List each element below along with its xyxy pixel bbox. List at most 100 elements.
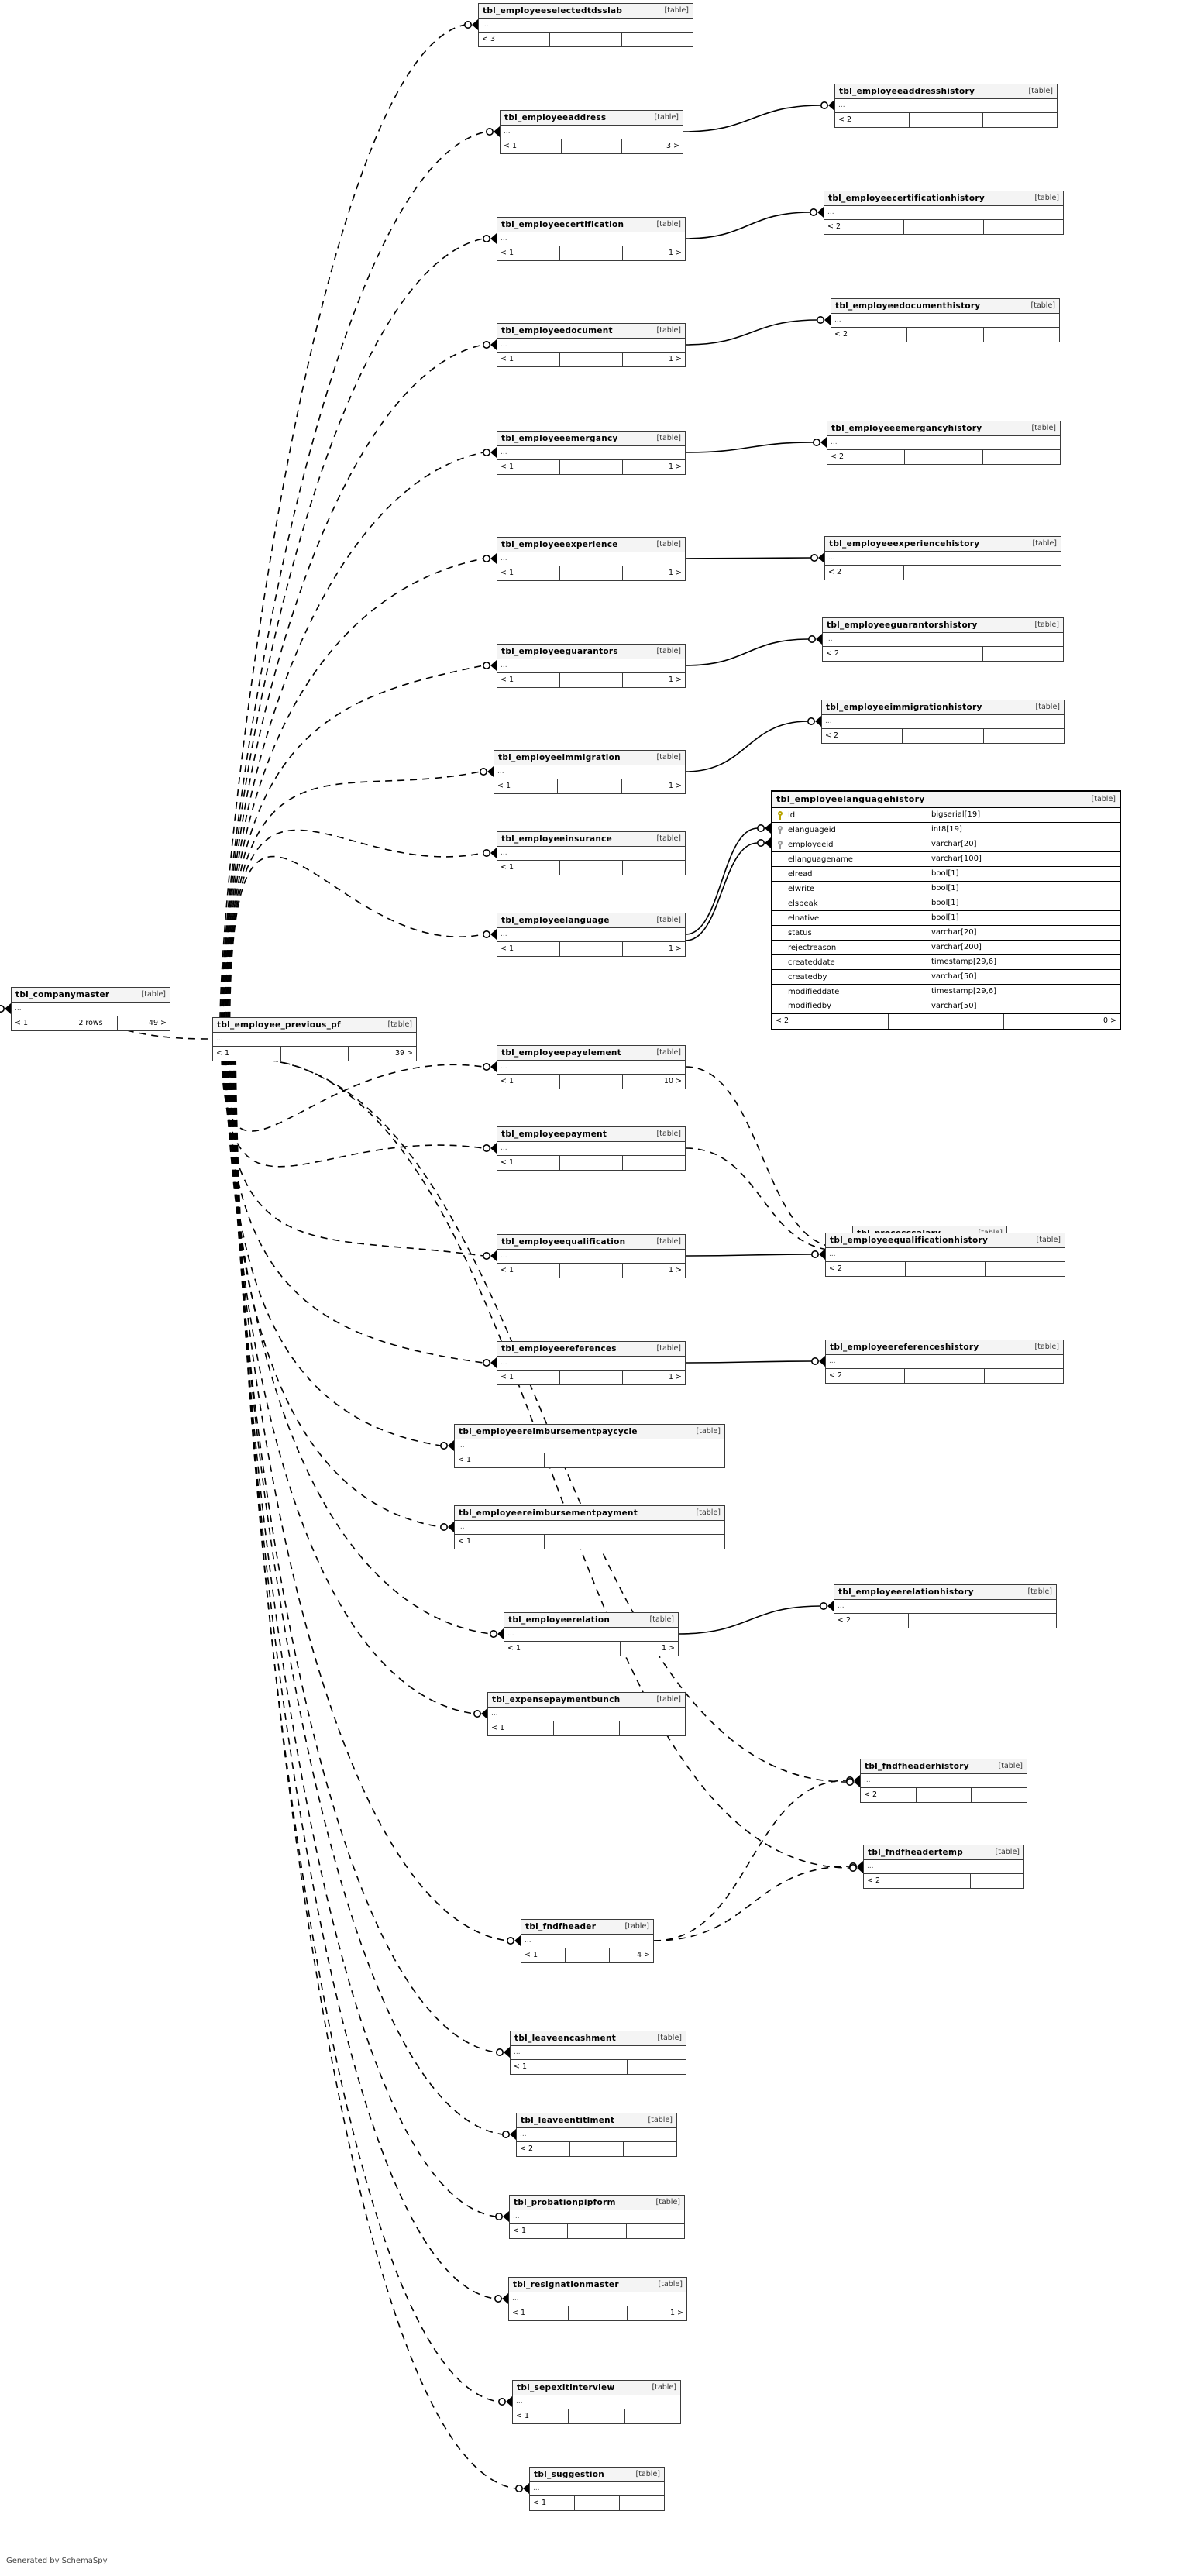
table-name: tbl_employeeimmigrationhistory	[826, 702, 982, 712]
footer-child-count	[982, 1614, 1056, 1628]
table-tag: [table]	[656, 1130, 681, 1138]
table-box[interactable]: tbl_employeequalificationhistory[table].…	[825, 1233, 1065, 1277]
table-box[interactable]: tbl_employeeemergancyhistory[table]...< …	[827, 421, 1061, 465]
table-box[interactable]: tbl_suggestion[table]...< 1	[529, 2467, 665, 2511]
table-box[interactable]: tbl_employeeguarantorshistory[table]...<…	[822, 617, 1064, 662]
table-box[interactable]: tbl_employeereferenceshistory[table]...<…	[825, 1340, 1064, 1384]
table-box[interactable]: tbl_leaveentitlment[table]...< 2	[516, 2113, 677, 2157]
table-header: tbl_employeerelation[table]	[504, 1613, 678, 1628]
column-type: varchar[200]	[931, 943, 982, 951]
table-box[interactable]: tbl_employeedocumenthistory[table]...< 2	[831, 298, 1060, 342]
foreign-key-edges	[0, 24, 851, 2489]
table-tag: [table]	[654, 113, 679, 122]
table-box[interactable]: tbl_employeepayment[table]...< 1	[497, 1126, 686, 1171]
footer-parent-count: < 1	[497, 861, 560, 875]
table-box[interactable]: tbl_employeereimbursementpaycycle[table]…	[454, 1424, 725, 1468]
table-columns-collapsed: ...	[510, 2210, 684, 2224]
table-box[interactable]: tbl_employeeinsurance[table]...< 1	[497, 831, 686, 875]
table-box[interactable]: tbl_employeeexperiencehistory[table]...<…	[824, 536, 1061, 580]
table-footer: < 1	[455, 1453, 724, 1467]
table-columns-collapsed: ...	[864, 1860, 1023, 1874]
fk-edge	[227, 771, 481, 1020]
table-header: tbl_employeelanguagehistory [table]	[772, 792, 1120, 808]
cardinality-many-marker	[490, 1357, 497, 1368]
generator-credit: Generated by SchemaSpy	[6, 2557, 108, 2565]
footer-child-count: 1 >	[669, 2309, 684, 2317]
table-name: tbl_employeepayelement	[501, 1047, 621, 1058]
column-type: bool[1]	[931, 899, 959, 907]
footer-row-count	[575, 2496, 620, 2510]
table-name: tbl_employeeinsurance	[501, 834, 613, 844]
table-name: tbl_employeequalification	[501, 1236, 626, 1247]
footer-parent-count: < 1	[501, 139, 562, 153]
table-box[interactable]: tbl_sepexitinterview[table]...< 1	[512, 2380, 681, 2424]
fk-edge	[229, 855, 484, 1020]
table-columns-collapsed: ...	[497, 339, 685, 353]
table-header: tbl_employeeemergancyhistory[table]	[827, 421, 1060, 436]
table-header: tbl_probationpipform[table]	[510, 2196, 684, 2210]
cardinality-zero-marker	[482, 554, 490, 562]
table-header: tbl_expensepaymentbunch[table]	[488, 1693, 685, 1708]
table-name: tbl_employeeexperiencehistory	[829, 538, 980, 549]
table-box[interactable]: tbl_probationpipform[table]...< 1	[509, 2195, 685, 2239]
cardinality-many-marker	[819, 1249, 825, 1260]
footer-row-count	[910, 113, 984, 127]
footer-parent-count: < 2	[822, 729, 903, 743]
table-box[interactable]: tbl_employeereimbursementpayment[table].…	[454, 1505, 725, 1549]
table-box[interactable]: tbl_employeeaddresshistory[table]...< 2	[834, 84, 1058, 128]
cardinality-many-marker	[5, 1003, 11, 1014]
table-box[interactable]: tbl_fndfheaderhistory[table]...< 2	[860, 1759, 1027, 1803]
cardinality-zero-marker	[0, 1005, 5, 1013]
footer-child-count: 10 >	[663, 1077, 682, 1085]
cardinality-zero-marker	[756, 824, 765, 833]
footer-parent-count: < 1	[497, 1264, 560, 1278]
table-columns-collapsed: ...	[826, 1355, 1063, 1369]
cardinality-many-marker	[490, 447, 497, 458]
table-header: tbl_employeedocument[table]	[497, 324, 685, 339]
table-box[interactable]: tbl_leaveencashment[table]...< 1	[510, 2031, 686, 2075]
table-footer: < 2	[824, 220, 1063, 234]
table-box[interactable]: tbl_employeerelationhistory[table]...< 2	[834, 1584, 1057, 1628]
fk-edge	[229, 1058, 497, 2053]
table-footer: < 2	[835, 113, 1057, 127]
footer-child-count	[983, 113, 1057, 127]
column-name: elwrite	[788, 884, 815, 893]
table-box[interactable]: tbl_employeeselectedtdsslab[table]...< 3	[478, 3, 693, 47]
cardinality-many-marker	[490, 553, 497, 564]
footer-row-count	[566, 1948, 610, 1962]
table-name: tbl_employeereimbursementpayment	[459, 1508, 638, 1518]
table-tag: [table]	[1027, 1587, 1052, 1596]
fk-edge	[222, 344, 484, 1020]
table-box[interactable]: tbl_employeeimmigrationhistory[table]...…	[821, 700, 1065, 744]
table-box[interactable]: tbl_employeecertificationhistory[table].…	[824, 191, 1064, 235]
table-header: tbl_employeeemergancy[table]	[497, 432, 685, 446]
footer-child-count	[620, 2496, 664, 2510]
table-box[interactable]: tbl_expensepaymentbunch[table]...< 1	[487, 1692, 686, 1736]
table-header: tbl_employee_previous_pf[table]	[213, 1018, 416, 1033]
table-header: tbl_fndfheadertemp[table]	[864, 1845, 1023, 1860]
table-box[interactable]: tbl_fndfheadertemp[table]...< 2	[863, 1845, 1024, 1889]
table-columns-collapsed: ...	[822, 715, 1064, 729]
implied-edge	[685, 1254, 813, 1257]
